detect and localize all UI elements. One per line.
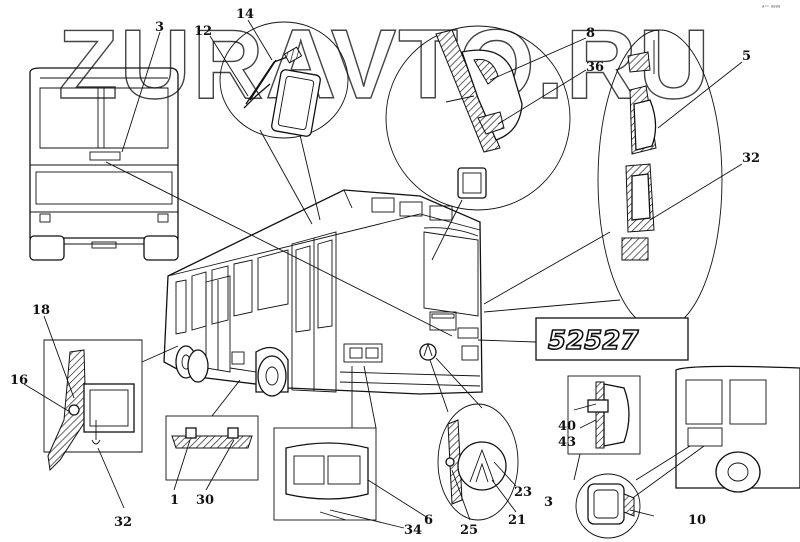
front-emblem-detail: [429, 357, 519, 521]
callout-3-front: 3: [155, 20, 164, 35]
mirror-detail: [219, 21, 349, 225]
callout-14: 14: [236, 7, 254, 22]
callout-18: 18: [32, 303, 50, 318]
side-window-detail: [483, 29, 723, 331]
model-badge: 52527: [535, 317, 689, 361]
corner-mark: ª™ ºººº: [762, 5, 781, 11]
leader-lines: [23, 19, 743, 529]
rear-bus-view: [629, 365, 800, 501]
rear-profile-detail: [575, 473, 641, 539]
callout-6: 6: [424, 513, 433, 528]
callout-43: 43: [558, 435, 576, 450]
callout-23: 23: [514, 485, 532, 500]
callout-21: 21: [508, 513, 526, 528]
callout-25: 25: [460, 523, 478, 538]
callout-1: 1: [170, 493, 179, 508]
bumper-profile-detail: [43, 339, 179, 472]
callout-12: 12: [194, 24, 212, 39]
headlight-detail: [273, 365, 377, 521]
emblem-mount-detail: [567, 375, 641, 481]
side-panel-profile: [165, 379, 259, 481]
callout-3-rear: 3: [544, 495, 553, 510]
callout-32-side: 32: [742, 151, 760, 166]
callout-36: 36: [586, 60, 604, 75]
model-badge-text: 52527: [548, 326, 639, 356]
callout-labels: 3 12 14 8 36 5 32 18 16 32 1 30 34 6 25 …: [10, 7, 760, 538]
callout-30: 30: [196, 493, 214, 508]
watermark-text: ZURAVTO.RU: [58, 9, 711, 119]
callout-10: 10: [688, 513, 706, 528]
callout-8: 8: [586, 26, 595, 41]
front-view-bus: [29, 67, 179, 261]
callout-40: 40: [558, 419, 576, 434]
main-bus: [105, 161, 537, 397]
callout-5: 5: [742, 49, 751, 64]
callout-16: 16: [10, 373, 28, 388]
callout-32-bumper: 32: [114, 515, 132, 530]
callout-34: 34: [404, 523, 422, 538]
